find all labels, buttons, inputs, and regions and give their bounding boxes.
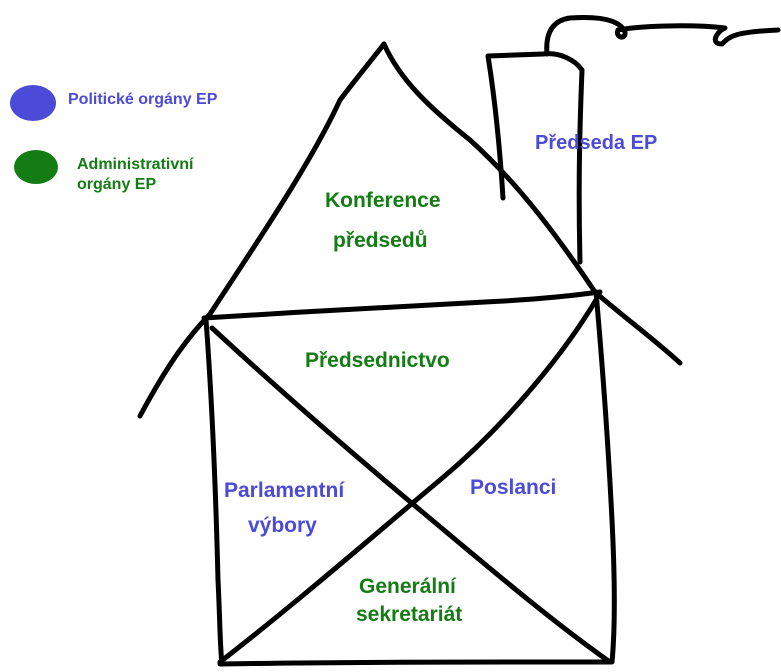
wall-bottom-line	[217, 659, 613, 667]
legend-administrative-label-line1: Administrativní	[77, 156, 194, 173]
smoke-line	[544, 15, 781, 57]
legend-administrative-label-line2: orgány EP	[77, 176, 157, 193]
political-legend-swatch	[10, 85, 56, 121]
roof-label-line1: Konference	[325, 189, 441, 212]
wall-left-line	[203, 317, 225, 667]
wall-right-line	[593, 289, 617, 665]
left-section-label-line1: Parlamentní	[224, 479, 345, 502]
chimney-label: Předseda EP	[535, 132, 658, 154]
diagonal-line-2	[217, 297, 599, 665]
administrative-legend-swatch	[14, 150, 58, 184]
top-section-label: Předsednictvo	[305, 349, 450, 372]
roof-right-line	[381, 41, 683, 366]
roof-left-line	[137, 41, 387, 419]
diagonal-line-1	[209, 325, 613, 665]
legend-political-label: Politické orgány EP	[68, 91, 218, 108]
chimney-outline	[485, 51, 585, 265]
roof-label-line2: předsedů	[333, 229, 428, 252]
wall-top-line	[201, 289, 603, 321]
bottom-section-label-line2: sekretariát	[356, 603, 463, 626]
bottom-section-label-line1: Generální	[359, 575, 456, 598]
right-section-label: Poslanci	[470, 476, 557, 499]
left-section-label-line2: výbory	[248, 514, 317, 537]
